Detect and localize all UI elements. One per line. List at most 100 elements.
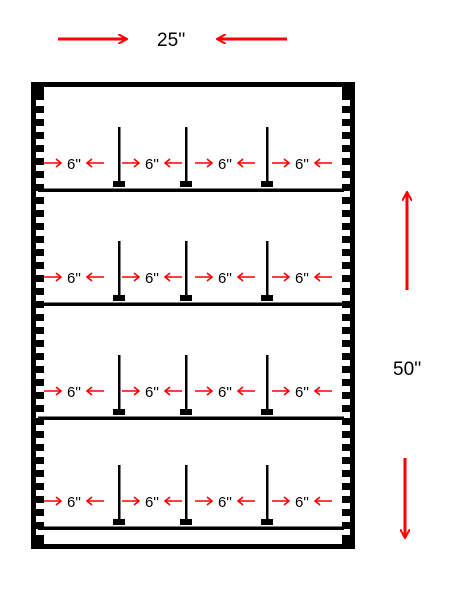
shelf-divider (266, 241, 269, 300)
gap-arrowhead-right (236, 386, 244, 396)
post-slot-right (341, 399, 350, 405)
post-slot-right (341, 126, 350, 132)
gap-arrowhead-right (313, 496, 321, 506)
post-slot-right (341, 516, 350, 522)
gap-arrowhead-left (283, 272, 291, 282)
post-slot-left (36, 386, 45, 392)
gap-width-label: 6'' (145, 270, 159, 287)
post-slot-left (36, 217, 45, 223)
post-slot-right (341, 373, 350, 379)
post-slot-left (36, 308, 45, 314)
divider-base (261, 409, 273, 415)
post-slot-left (36, 191, 45, 197)
post-slot-left (36, 126, 45, 132)
gap-width-label: 6'' (67, 384, 81, 401)
post-slot-right (341, 490, 350, 496)
gap-arrowhead-right (85, 496, 93, 506)
post-slot-left (36, 282, 45, 288)
post-slot-right (341, 139, 350, 145)
post-slot-left (36, 204, 45, 210)
gap-arrowhead-left (283, 158, 291, 168)
gap-arrowhead-left (133, 272, 141, 282)
post-slot-right (341, 100, 350, 106)
gap-arrowhead-left (206, 158, 214, 168)
gap-width-label: 6'' (218, 384, 232, 401)
gap-width-label: 6'' (218, 494, 232, 511)
post-slot-right (341, 360, 350, 366)
gap-width-label: 6'' (295, 384, 309, 401)
post-slot-right (341, 152, 350, 158)
gap-arrowhead-left (283, 496, 291, 506)
shelf-board (38, 526, 344, 530)
shelf-board (38, 188, 344, 192)
gap-width-label: 6'' (218, 270, 232, 287)
post-slot-left (36, 334, 45, 340)
gap-width-label: 6'' (145, 156, 159, 173)
gap-arrowhead-left (133, 496, 141, 506)
shelves: 6''6''6''6''6''6''6''6''6''6''6''6''6''6… (38, 127, 344, 530)
shelf-divider (118, 465, 121, 524)
post-slot-right (341, 386, 350, 392)
gap-width-label: 6'' (67, 494, 81, 511)
post-slot-right (341, 503, 350, 509)
post-slot-right (341, 321, 350, 327)
shelf-divider (118, 355, 121, 414)
shelf-divider (266, 127, 269, 186)
post-slot-right (341, 178, 350, 184)
gap-arrowhead-right (236, 158, 244, 168)
cabinet-frame (31, 82, 355, 549)
post-slot-right (341, 334, 350, 340)
gap-arrowhead-left (206, 496, 214, 506)
post-slot-right (341, 256, 350, 262)
post-slot-right (341, 243, 350, 249)
gap-width-label: 6'' (218, 156, 232, 173)
post-slot-right (341, 347, 350, 353)
post-slot-left (36, 438, 45, 444)
post-slot-left (36, 178, 45, 184)
height-dimension-arrows (405, 192, 407, 538)
gap-arrowhead-right (85, 272, 93, 282)
post-slot-right (341, 204, 350, 210)
width-dimension-label: 25'' (157, 30, 186, 51)
gap-arrowhead-right (236, 272, 244, 282)
shelf-3: 6'' 6'' 6'' 6'' (38, 355, 344, 420)
post-slot-left (36, 347, 45, 353)
post-slot-left (36, 165, 45, 171)
post-slot-right (341, 295, 350, 301)
gap-arrowhead-left (133, 386, 141, 396)
shelf-board (38, 302, 344, 306)
gap-arrowhead-right (85, 158, 93, 168)
post-slot-left (36, 490, 45, 496)
frame-left-post (31, 82, 44, 549)
post-slot-left (36, 152, 45, 158)
gap-width-label: 6'' (295, 494, 309, 511)
post-slot-left (36, 503, 45, 509)
height-dimension-label: 50'' (393, 359, 422, 380)
post-slot-left (36, 269, 45, 275)
shelf-divider (118, 241, 121, 300)
post-slot-right (341, 113, 350, 119)
gap-width-label: 6'' (295, 270, 309, 287)
gap-width-label: 6'' (145, 384, 159, 401)
post-slot-right (341, 477, 350, 483)
divider-base (180, 409, 192, 415)
shelf-divider (185, 465, 188, 524)
divider-base (180, 295, 192, 301)
post-slot-right (341, 529, 350, 535)
post-slot-left (36, 529, 45, 535)
post-slot-right (341, 438, 350, 444)
gap-arrowhead-left (55, 158, 63, 168)
frame-top (31, 82, 355, 87)
gap-arrowhead-left (206, 386, 214, 396)
gap-arrowhead-left (55, 496, 63, 506)
frame-bottom (31, 544, 355, 549)
post-slot-left (36, 230, 45, 236)
post-slot-left (36, 139, 45, 145)
post-slot-right (341, 451, 350, 457)
post-slot-left (36, 373, 45, 379)
post-slot-right (341, 217, 350, 223)
post-slot-right (341, 464, 350, 470)
gap-arrowhead-right (313, 158, 321, 168)
gap-arrowhead-right (163, 272, 171, 282)
